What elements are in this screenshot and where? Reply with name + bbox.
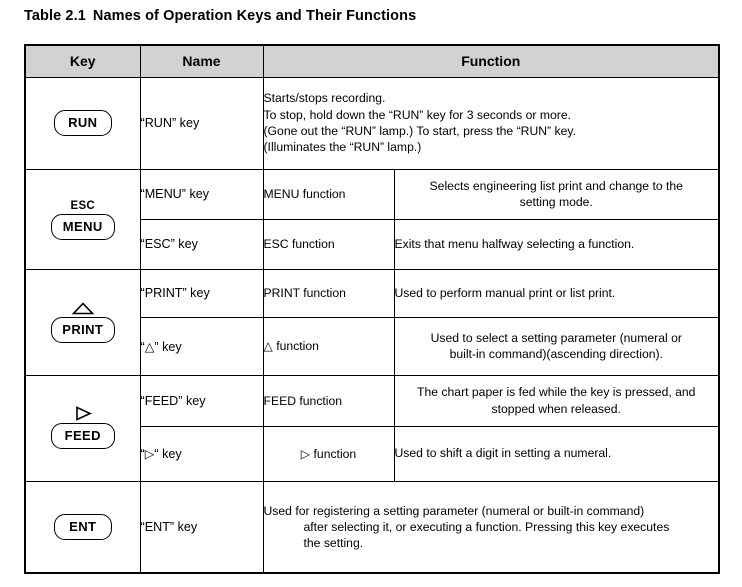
name-cell-triangle-up: “△” key: [139, 316, 264, 376]
function-name-esc: ESC function: [262, 218, 395, 270]
function-desc-triangle-right: Used to shift a digit in setting a numer…: [393, 425, 720, 482]
up-desc-line-2: built-in command)(ascending direction).: [449, 347, 663, 361]
menu-desc-line-2: setting mode.: [519, 195, 593, 209]
header-key: Key: [24, 44, 141, 78]
menu-desc-line-1: Selects engineering list print and chang…: [429, 178, 683, 193]
table-header-row: Key Name Function: [24, 44, 720, 78]
function-desc-run: Starts/stops recording. To stop, hold do…: [262, 76, 720, 170]
name-cell-ent: “ENT” key: [139, 480, 264, 574]
keycap-ent[interactable]: ENT: [53, 513, 112, 540]
header-function: Function: [262, 44, 720, 78]
function-desc-menu: Selects engineering list print and chang…: [393, 168, 720, 220]
operation-keys-table: Key Name Function RUN “RUN” key Starts/s…: [24, 44, 721, 574]
function-desc-print: Used to perform manual print or list pri…: [393, 268, 720, 318]
run-desc-line-3: (Gone out the “RUN” lamp.) To start, pre…: [263, 124, 576, 138]
key-cell-ent: ENT: [24, 480, 141, 574]
function-desc-feed: The chart paper is fed while the key is …: [393, 374, 720, 427]
run-desc-line-2: To stop, hold down the “RUN” key for 3 s…: [263, 107, 572, 122]
name-cell-menu: “MENU” key: [139, 168, 264, 220]
function-desc-triangle-up: Used to select a setting parameter (nume…: [393, 316, 720, 376]
table-row-menu: ESC MENU “MENU” key MENU function Select…: [24, 168, 720, 270]
table-row-run: RUN “RUN” key Starts/stops recording. To…: [24, 76, 720, 170]
function-name-triangle-right: ▷ function: [262, 425, 395, 482]
feed-desc-line-1: The chart paper is fed while the key is …: [417, 385, 696, 400]
function-name-feed: FEED function: [262, 374, 395, 427]
keycap-menu[interactable]: MENU: [50, 214, 115, 241]
up-desc-line-1: Used to select a setting parameter (nume…: [430, 330, 682, 345]
function-name-triangle-up: △ function: [262, 316, 395, 376]
table-title: Names of Operation Keys and Their Functi…: [92, 8, 417, 24]
name-cell-feed: “FEED” key: [139, 374, 264, 427]
run-desc-line-1: Starts/stops recording.: [263, 91, 386, 106]
ent-desc-line-2: after selecting it, or executing a funct…: [303, 519, 670, 534]
function-desc-esc: Exits that menu halfway selecting a func…: [393, 218, 720, 270]
keycap-feed[interactable]: FEED: [50, 423, 115, 449]
function-name-print: PRINT function: [262, 268, 395, 318]
table-row-feed: FEED “FEED” key FEED function The chart …: [24, 374, 720, 482]
header-name: Name: [139, 44, 264, 78]
table-number: Table 2.1: [24, 8, 86, 24]
keycap-run[interactable]: RUN: [53, 110, 112, 136]
table-row-esc: “ESC” key ESC function Exits that menu h…: [25, 218, 720, 270]
name-cell-run: “RUN” key: [139, 76, 264, 170]
key-cell-menu: ESC MENU: [24, 168, 141, 270]
key-cell-feed: FEED: [24, 374, 141, 482]
triangle-up-outline-icon: [71, 301, 94, 315]
keycap-print[interactable]: PRINT: [50, 317, 115, 343]
ent-desc-line-1: Used for registering a setting parameter…: [263, 503, 645, 518]
table-caption: Table 2.1 Names of Operation Keys and The…: [24, 8, 416, 24]
name-cell-print: “PRINT” key: [139, 268, 264, 318]
key-cell-run: RUN: [24, 76, 141, 170]
triangle-right-outline-icon: [72, 406, 94, 421]
name-cell-triangle-right: “▷“ key: [139, 425, 264, 482]
table-row-ent: ENT “ENT” key Used for registering a set…: [24, 480, 720, 574]
function-desc-ent: Used for registering a setting parameter…: [262, 480, 720, 574]
name-cell-esc: “ESC” key: [139, 218, 264, 270]
run-desc-line-4: (Illuminates the “RUN” lamp.): [263, 140, 422, 155]
feed-desc-line-2: stopped when released.: [491, 401, 621, 416]
table-row-triangle-up: “△” key △ function Used to select a sett…: [25, 316, 720, 376]
key-above-label-esc: ESC: [70, 199, 96, 212]
function-name-menu: MENU function: [262, 168, 395, 220]
ent-desc-line-3: the setting.: [303, 535, 364, 550]
key-cell-print: PRINT: [24, 268, 141, 376]
table-row-print: PRINT “PRINT” key PRINT function Used to…: [24, 268, 720, 376]
